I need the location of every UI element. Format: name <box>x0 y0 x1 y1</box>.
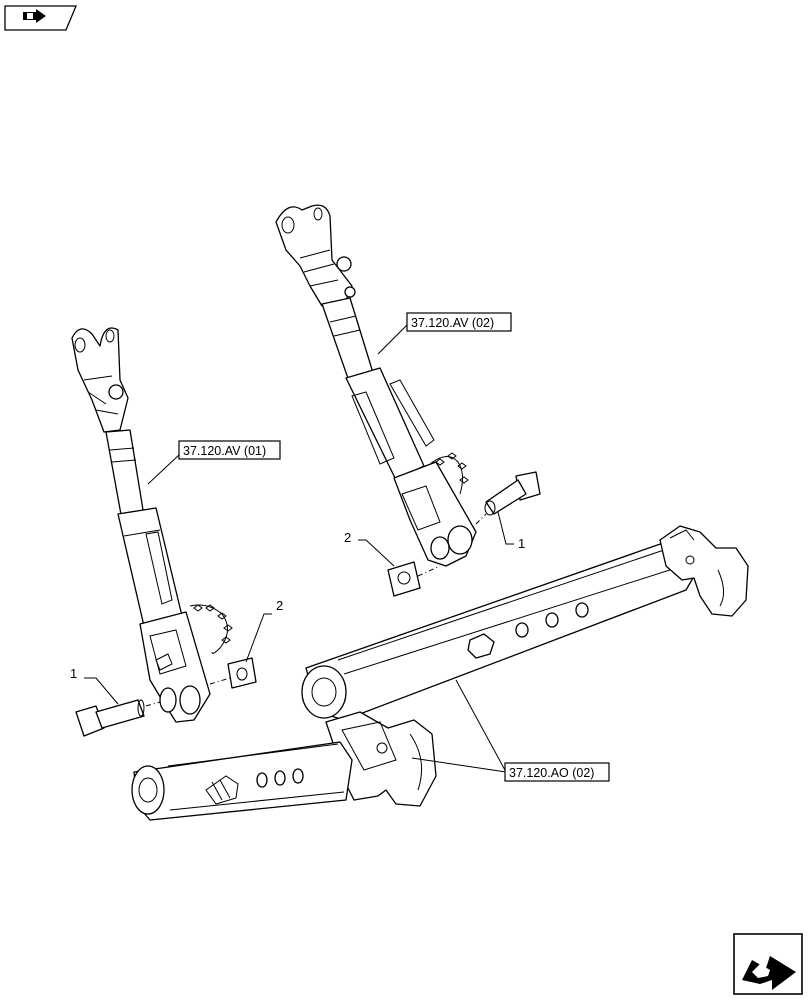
ref-label-right-toplink[interactable]: 37.120.AV (02) <box>406 312 512 332</box>
right-top-link <box>275 204 477 567</box>
lower-link-short <box>131 741 353 821</box>
ref-label-lower-links[interactable]: 37.120.AO (02) <box>504 762 610 782</box>
arrow-right-icon <box>23 9 46 23</box>
ref-label-left-toplink[interactable]: 37.120.AV (01) <box>178 440 281 460</box>
left-pin-part <box>75 699 161 737</box>
item-number-2-left: 2 <box>245 598 283 663</box>
item-number-1-right: 1 <box>497 511 525 551</box>
item-number-2-right: 2 <box>344 530 395 567</box>
svg-text:1: 1 <box>518 536 525 551</box>
item-number-1-left: 1 <box>70 666 119 705</box>
next-page-button[interactable] <box>733 933 803 995</box>
svg-text:2: 2 <box>344 530 351 545</box>
svg-text:1: 1 <box>70 666 77 681</box>
svg-text:2: 2 <box>276 598 283 613</box>
left-washer-part <box>209 657 257 689</box>
next-page-arrow-icon <box>742 956 796 990</box>
svg-text:37.120.AO (02): 37.120.AO (02) <box>509 766 594 780</box>
lower-link-long <box>301 525 749 807</box>
top-nav-tab[interactable] <box>4 5 77 31</box>
right-washer-part <box>387 561 441 597</box>
svg-text:37.120.AV (02): 37.120.AV (02) <box>411 316 494 330</box>
right-pin-part <box>475 471 541 525</box>
left-top-link <box>71 327 233 723</box>
svg-text:37.120.AV (01): 37.120.AV (01) <box>183 444 266 458</box>
